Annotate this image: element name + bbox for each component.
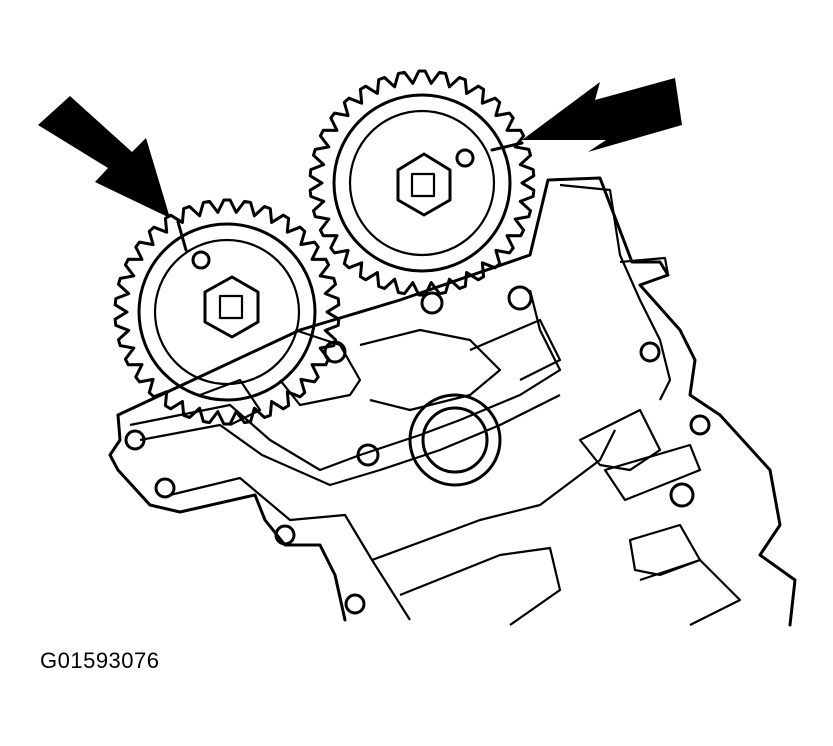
timing-gear-diagram (38, 69, 797, 627)
oil-seal (408, 393, 502, 487)
right-camshaft-sprocket (308, 69, 536, 297)
right-timing-mark (455, 148, 475, 168)
left-pointer-arrow (38, 96, 170, 218)
left-timing-mark (191, 250, 211, 270)
engine-block-cover (108, 176, 797, 627)
right-pointer-arrow (522, 78, 682, 152)
casting-bolt-holes (124, 285, 711, 615)
figure-id-label: G01593076 (40, 648, 160, 673)
left-camshaft-sprocket (113, 198, 341, 426)
